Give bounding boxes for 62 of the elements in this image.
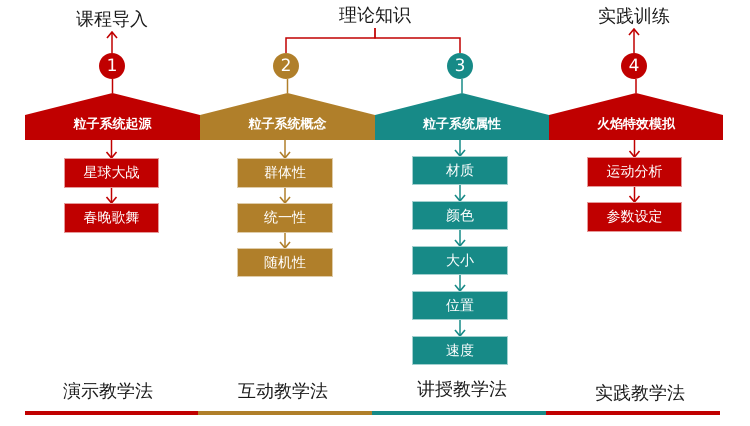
step-card: [64, 203, 159, 233]
step-card: [412, 246, 508, 275]
arrow: [279, 140, 291, 159]
step-label: 随机性: [264, 254, 306, 272]
step-label: 材质: [446, 162, 474, 180]
arrow: [454, 230, 466, 247]
section-heading: 实践训练: [598, 5, 670, 29]
arrow: [628, 187, 640, 203]
connector-line: [461, 79, 463, 93]
step-number: 1: [106, 56, 118, 76]
arrow: [628, 28, 640, 53]
step-number: 2: [280, 56, 292, 76]
connector-line: [374, 28, 461, 53]
step-card: [412, 291, 508, 320]
arrow: [106, 31, 118, 53]
connector-line: [635, 79, 637, 93]
step-number: 4: [628, 56, 640, 76]
step-circle: [621, 53, 647, 79]
step-circle: [447, 53, 473, 79]
arrow: [454, 185, 466, 202]
step-label: 速度: [446, 342, 474, 360]
step-card: [587, 202, 682, 232]
method-label: 互动教学法: [238, 380, 328, 404]
step-circle: [99, 53, 125, 79]
arrow: [454, 140, 466, 157]
step-card: [412, 201, 508, 230]
step-card: [237, 158, 333, 188]
arrow: [279, 233, 291, 249]
step-card: [412, 336, 508, 365]
banner-title: 火焰特效模拟: [597, 116, 675, 134]
step-card: [237, 203, 333, 233]
arrow: [106, 188, 118, 204]
step-card: [64, 158, 159, 188]
step-card: [237, 248, 333, 277]
step-label: 春晚歌舞: [84, 209, 140, 227]
section-heading: 课程导入: [76, 8, 148, 32]
step-label: 统一性: [264, 209, 306, 227]
arrow: [279, 188, 291, 204]
arrow: [106, 140, 118, 159]
arrow: [454, 320, 466, 337]
step-circle: [273, 53, 299, 79]
arrow: [628, 140, 640, 158]
connector-line: [112, 79, 114, 93]
step-card: [412, 156, 508, 185]
section-heading: 理论知识: [339, 4, 411, 28]
step-label: 群体性: [264, 164, 306, 182]
arrow: [454, 275, 466, 292]
step-number: 3: [454, 56, 466, 76]
banner-title: 粒子系统属性: [423, 116, 501, 134]
step-label: 运动分析: [606, 163, 662, 181]
step-label: 颜色: [446, 206, 474, 224]
method-label: 实践教学法: [595, 382, 685, 406]
connector-line: [286, 79, 288, 93]
banner-title: 粒子系统起源: [74, 116, 152, 134]
step-card: [587, 157, 682, 187]
method-label: 讲授教学法: [417, 378, 507, 402]
step-label: 参数设定: [606, 208, 662, 226]
banner-title: 粒子系统概念: [248, 116, 326, 134]
step-label: 星球大战: [84, 164, 140, 182]
step-label: 位置: [446, 296, 474, 314]
step-label: 大小: [446, 252, 474, 270]
method-label: 演示教学法: [63, 380, 153, 404]
